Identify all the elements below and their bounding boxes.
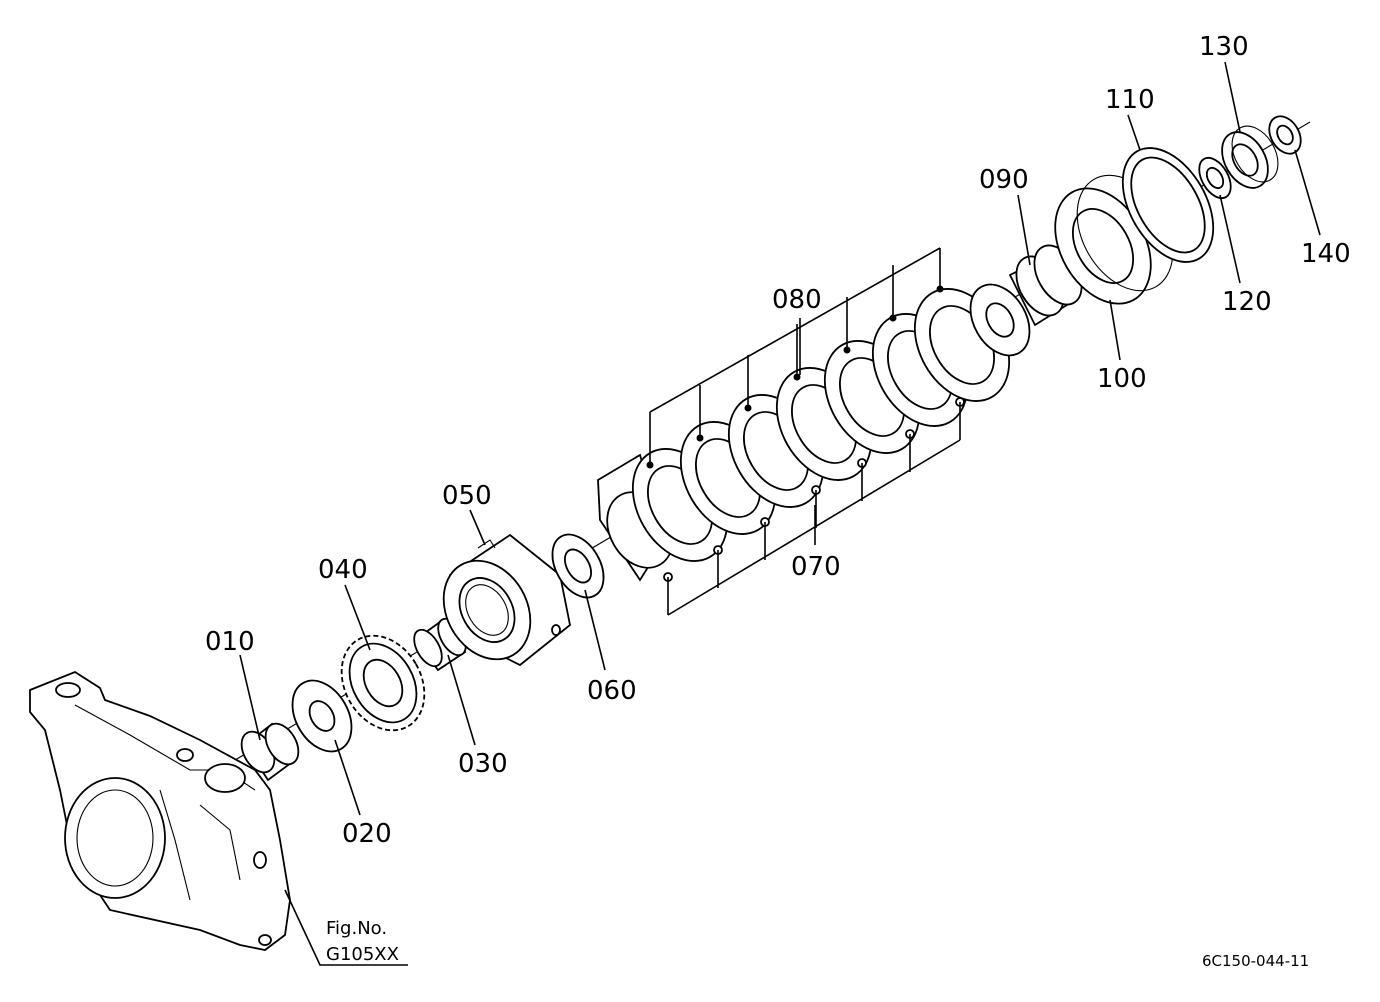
label-030: 030 — [458, 749, 508, 779]
part-010-shape — [240, 722, 300, 782]
label-070: 070 — [791, 552, 841, 582]
fig-label: Fig.No. — [326, 918, 387, 939]
label-050: 050 — [442, 481, 492, 511]
label-080: 080 — [772, 285, 822, 315]
label-130: 130 — [1199, 32, 1249, 62]
label-100: 100 — [1097, 364, 1147, 394]
part-110-shape — [1121, 147, 1215, 263]
drawing-code: 6C150-044-11 — [1202, 952, 1309, 970]
part-labels: 010 020 030 040 050 060 070 080 090 100 … — [205, 32, 1351, 849]
label-140: 140 — [1301, 239, 1351, 269]
label-090: 090 — [979, 165, 1029, 195]
label-110: 110 — [1105, 85, 1155, 115]
part-100-shape — [1054, 174, 1174, 305]
label-120: 120 — [1222, 287, 1272, 317]
part-130-shape — [1221, 125, 1279, 189]
part-060-shape — [551, 533, 605, 599]
label-010: 010 — [205, 627, 255, 657]
part-020-shape — [291, 679, 353, 753]
fig-number: G105XX — [326, 944, 399, 965]
leader-lines — [239, 61, 1321, 966]
label-020: 020 — [342, 819, 392, 849]
housing-illustration — [29, 670, 291, 951]
part-120-shape — [1198, 156, 1232, 200]
part-040-shape — [340, 634, 426, 732]
part-050-shape — [442, 533, 571, 667]
label-060: 060 — [587, 676, 637, 706]
label-040: 040 — [318, 555, 368, 585]
part-140-shape — [1268, 115, 1302, 155]
part-090-shape — [969, 244, 1083, 357]
